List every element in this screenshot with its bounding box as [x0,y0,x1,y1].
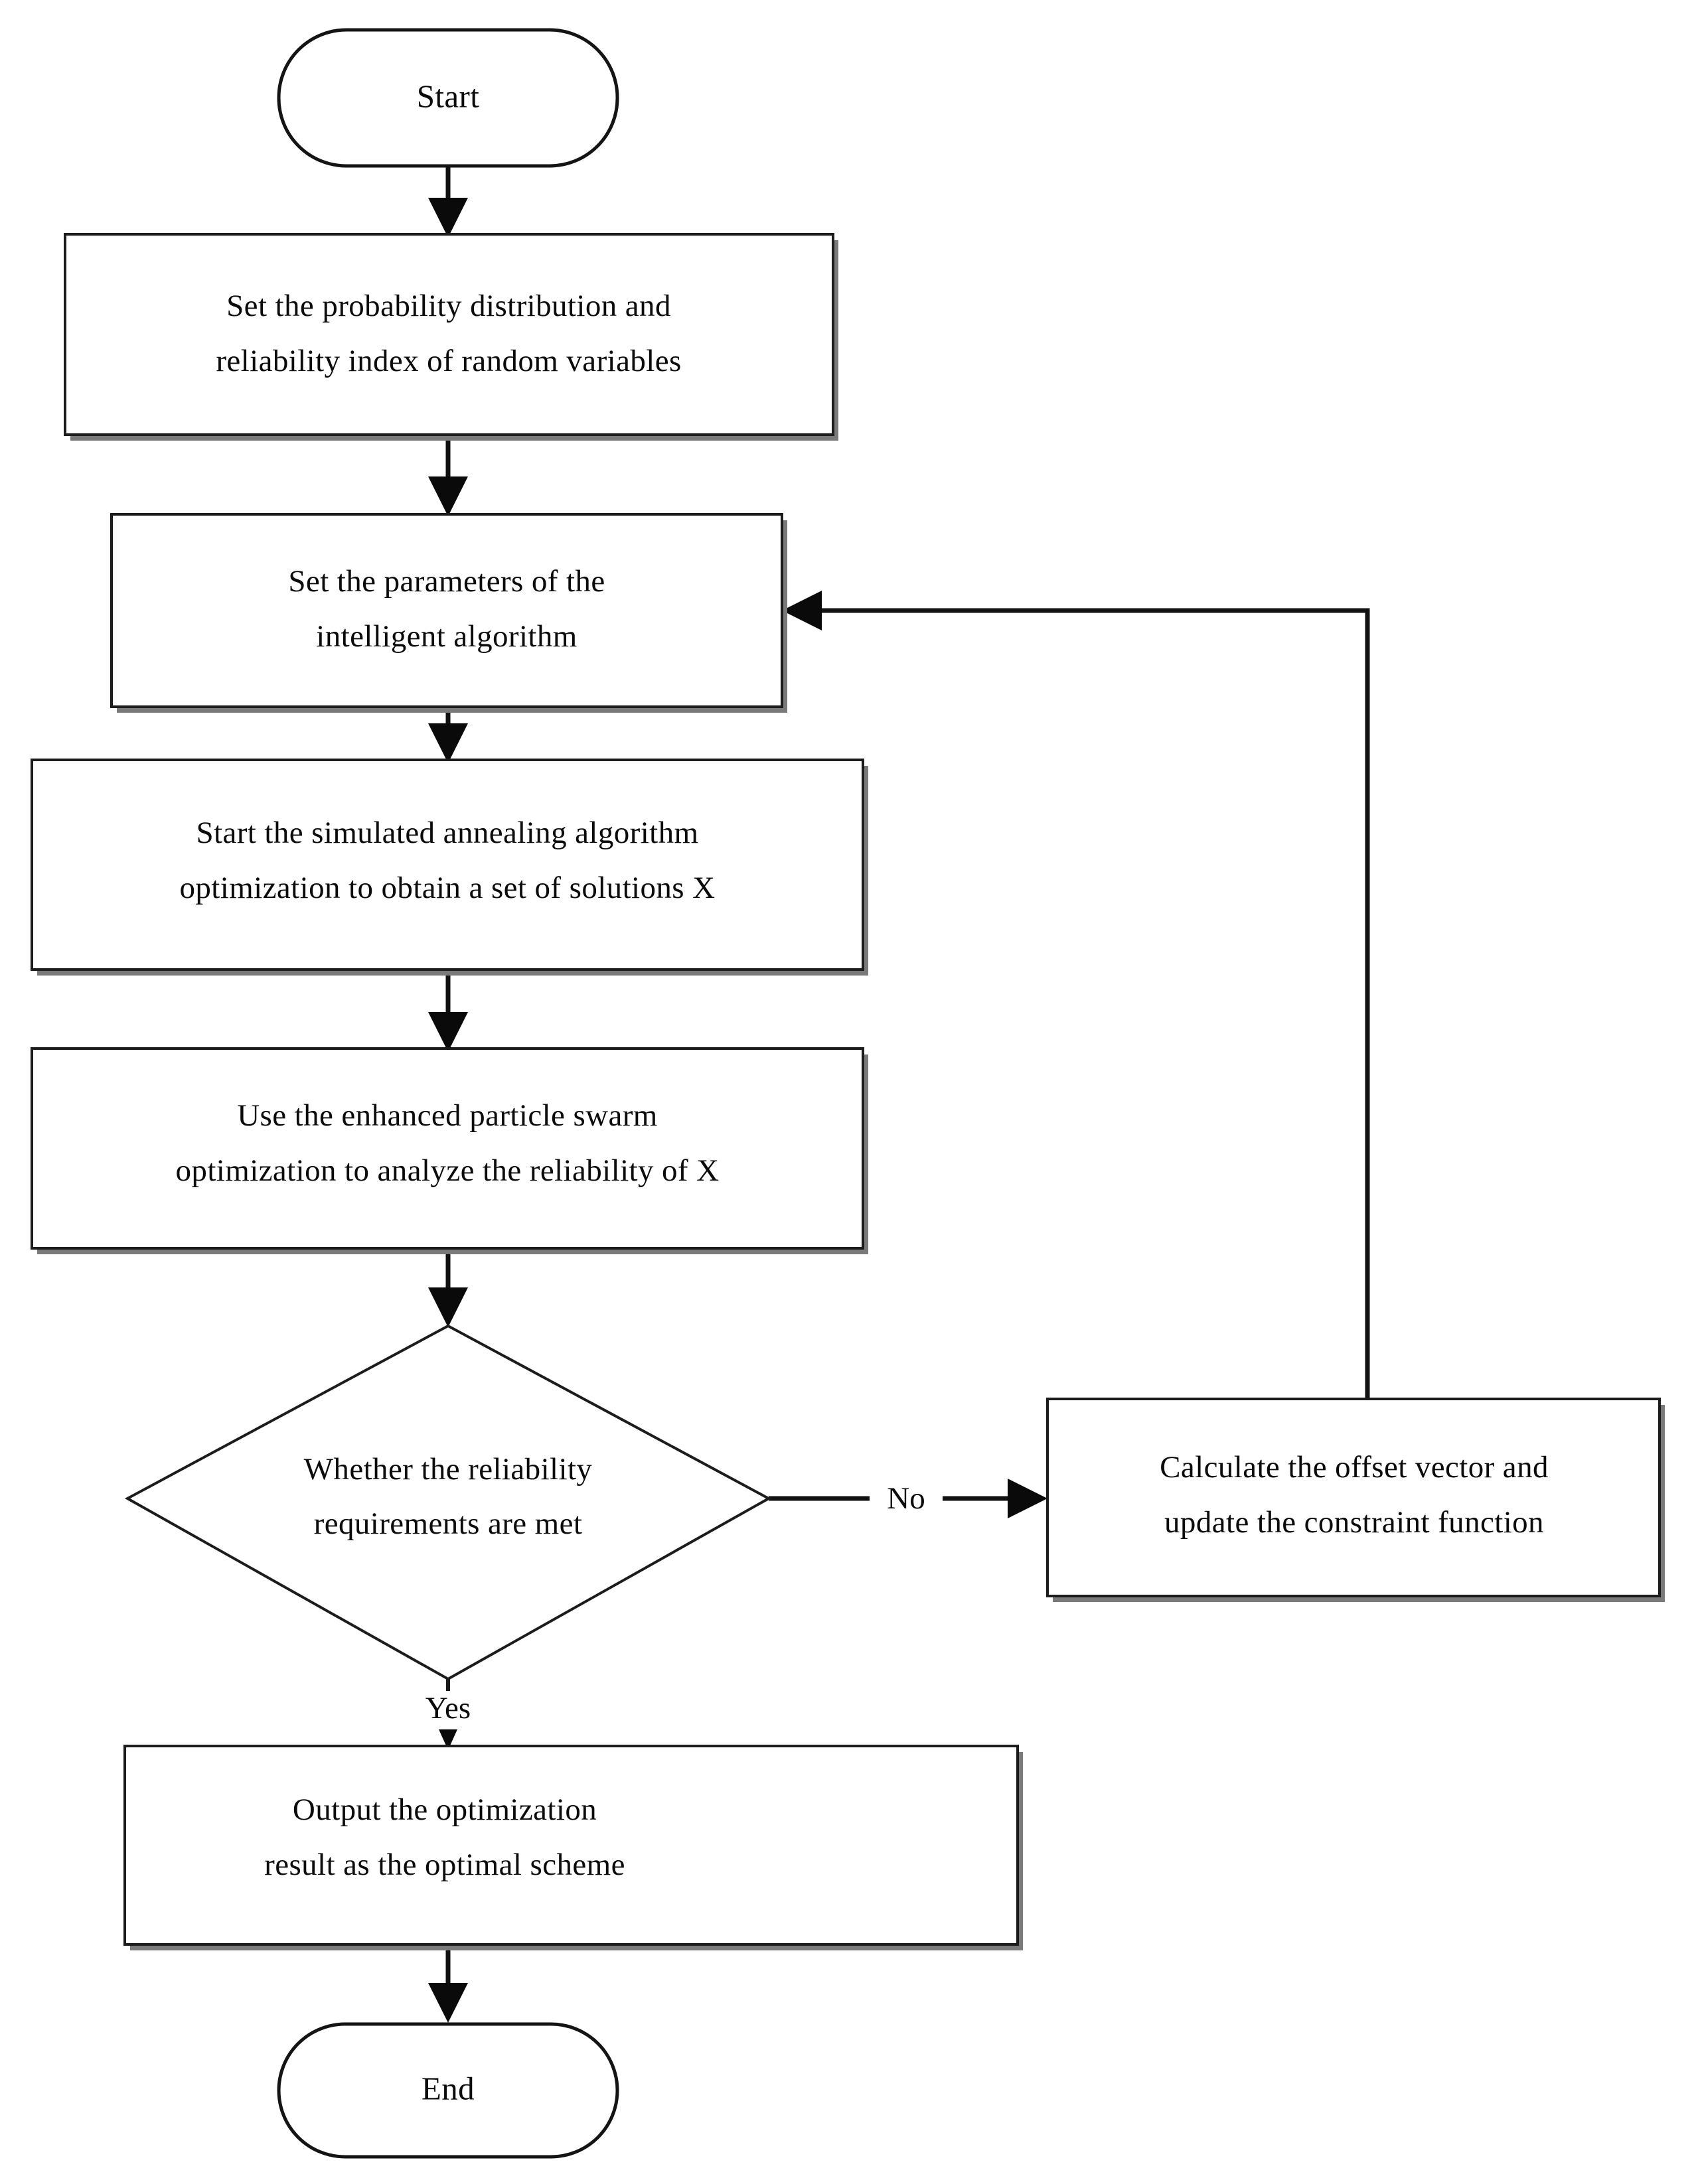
node-particle-swarm[interactable]: Use the enhanced particle swarm optimiza… [31,1047,868,1254]
edge-start-to-set-distribution [428,166,468,238]
node-set-parameters-line1: Set the parameters of the [288,564,605,599]
node-calculate-offset-line1: Calculate the offset vector and [1160,1450,1549,1485]
edge-label-yes: Yes [425,1691,471,1725]
node-reliability-decision-line2: requirements are met [314,1506,583,1541]
node-calculate-offset-line2: update the constraint function [1164,1505,1544,1540]
node-end[interactable]: End [277,2022,619,2159]
node-set-distribution[interactable]: Set the probability distribution and rel… [64,233,838,441]
edge-set-parameters-to-simulated-annealing [428,707,468,763]
node-output-result-line2: result as the optimal scheme [264,1848,625,1882]
node-particle-swarm-line2: optimization to analyze the reliability … [176,1153,720,1188]
node-set-parameters[interactable]: Set the parameters of the intelligent al… [110,513,787,713]
node-set-distribution-line1: Set the probability distribution and [226,289,671,323]
node-reliability-decision-line1: Whether the reliability [304,1452,593,1487]
edge-output-result-to-end [428,1944,468,2023]
node-simulated-annealing-line1: Start the simulated annealing algorithm [196,816,699,850]
node-end-label: End [422,2070,475,2106]
node-output-result[interactable]: Output the optimization result as the op… [123,1745,1023,1950]
edge-set-distribution-to-set-parameters [428,435,468,516]
edge-decision-to-calculate-offset: No [769,1479,1047,1518]
node-calculate-offset[interactable]: Calculate the offset vector and update t… [1046,1398,1665,1602]
node-set-parameters-line2: intelligent algorithm [316,619,577,654]
edge-calculate-offset-to-set-parameters [782,591,1370,1399]
node-simulated-annealing-line2: optimization to obtain a set of solution… [180,871,716,905]
node-output-result-line1: Output the optimization [293,1792,597,1827]
node-set-distribution-line2: reliability index of random variables [216,344,681,378]
edge-simulated-annealing-to-particle-swarm [428,976,468,1052]
node-start[interactable]: Start [277,28,619,168]
node-simulated-annealing[interactable]: Start the simulated annealing algorithm … [31,759,868,976]
edge-decision-to-output-result: Yes [425,1679,471,1750]
edge-label-no: No [887,1481,925,1516]
edge-particle-swarm-to-decision [428,1254,468,1327]
node-start-label: Start [417,78,480,114]
node-particle-swarm-line1: Use the enhanced particle swarm [237,1098,658,1133]
node-reliability-decision[interactable]: Whether the reliability requirements are… [124,1324,772,1681]
